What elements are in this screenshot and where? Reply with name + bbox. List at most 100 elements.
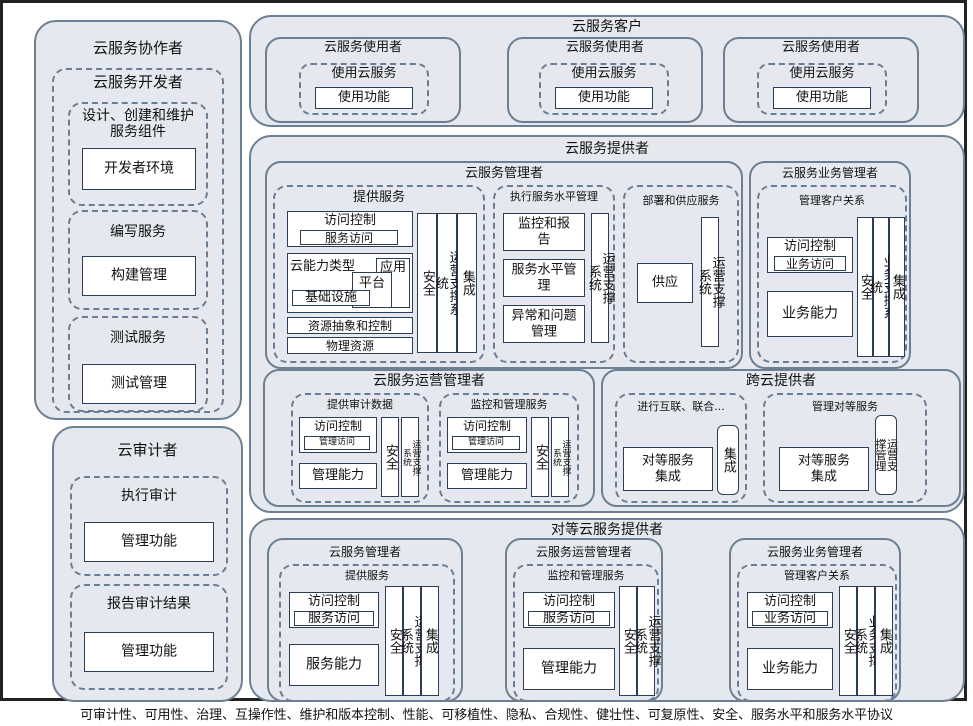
monitoring-label: 监控和报告 [517, 216, 570, 247]
biz-ops-support-box: 业务支撑系统 [867, 217, 896, 357]
peer-biz-integration-box: 集成 [875, 586, 893, 696]
sla-title: 执行服务水平管理 [510, 190, 598, 203]
peer-integration-label-1: 对等服务集成 [641, 453, 694, 484]
interconnect-integration-label: 集成 [720, 447, 736, 473]
use-function-1-label: 使用功能 [337, 90, 390, 106]
peer-ops-capability-box: 管理能力 [523, 648, 615, 690]
business-manager-title: 云服务业务管理者 [781, 166, 878, 180]
test-title: 测试服务 [110, 330, 166, 346]
monitor-mgmt-title: 监控和管理服务 [470, 398, 548, 411]
developer-env-label: 开发者环境 [104, 160, 174, 177]
use-service-2: 使用云服务 使用功能 [539, 63, 669, 115]
peer-mgmt-box: 管理对等服务 对等服务集成 运营支撑管理 [763, 393, 927, 503]
build-mgmt-box: 构建管理 [82, 256, 196, 296]
monitor-security-box: 安全 [531, 417, 549, 497]
audit-mgmt-capability-label: 管理能力 [311, 468, 364, 484]
use-function-3-label: 使用功能 [795, 90, 848, 106]
peer-ops-access-box: 服务访问 [528, 611, 610, 626]
auditor-panel: 云审计者 执行审计 管理功能 报告审计结果 管理功能 [52, 426, 243, 702]
service-manager-panel: 云服务管理者 提供服务 访问控制 服务访问 云能力类型 应用 平台 [265, 161, 743, 369]
developer-box: 云服务开发者 设计、创建和维护服务组件 开发者环境 编写服务 构建管理 测试服务… [52, 68, 224, 413]
peer-biz-access-box: 业务访问 [752, 611, 828, 626]
audit-ops-support-box: 运营支撑系统 [401, 417, 421, 497]
peer-ops-security-box: 安全 [619, 586, 637, 696]
customer-user-2-title: 云服务使用者 [565, 40, 644, 55]
provider-panel: 云服务提供者 云服务管理者 提供服务 访问控制 服务访问 云能力类型 应用 [249, 135, 965, 513]
capability-type-box: 云能力类型 应用 平台 基础设施 [287, 253, 413, 313]
access-control-box: 访问控制 服务访问 [287, 211, 413, 247]
audit-mgmt-label-1: 管理功能 [121, 533, 177, 550]
peer-crm-box: 管理客户关系 访问控制 业务访问 业务能力 安全 业务支撑系统 集成 [737, 564, 897, 702]
peer-provider-title: 对等云服务提供者 [551, 522, 663, 538]
peer-biz-security-label: 安全 [840, 628, 856, 654]
monitor-mgmt-access-label: 管理访问 [467, 437, 504, 448]
audit-data-title: 提供审计数据 [327, 398, 393, 411]
peer-integration-label-2: 对等服务集成 [797, 453, 850, 484]
peer-biz-access-control-box: 访问控制 业务访问 [747, 592, 833, 628]
provide-security-label: 安全 [419, 270, 435, 296]
perform-audit-box: 执行审计 管理功能 [70, 476, 228, 576]
use-service-3: 使用云服务 使用功能 [757, 63, 887, 115]
peer-mgr-capability-label: 服务能力 [306, 656, 362, 673]
biz-access-control-box: 访问控制 业务访问 [767, 237, 853, 273]
monitor-security-label: 安全 [532, 444, 548, 470]
service-access-box: 服务访问 [300, 230, 398, 245]
peer-biz-security-box: 安全 [839, 586, 857, 696]
peer-mgmt-title: 管理对等服务 [812, 400, 878, 413]
monitor-ops-support-box: 运营支撑系统 [551, 417, 571, 497]
peer-mgr-integration-label: 集成 [422, 628, 438, 654]
peer-monitor-box: 监控和管理服务 访问控制 服务访问 管理能力 安全 运营支撑系统 [513, 564, 661, 702]
peer-integration-box-1: 对等服务集成 [623, 447, 713, 491]
infrastructure-box: 基础设施 [292, 290, 370, 306]
compose-box: 编写服务 构建管理 [68, 210, 208, 310]
physical-resources-label: 物理资源 [325, 338, 374, 353]
peer-manager-title: 云服务管理者 [328, 545, 401, 559]
peer-mgr-access-control-label: 访问控制 [307, 594, 360, 609]
biz-capability-label: 业务能力 [782, 305, 838, 322]
audit-access-control-label: 访问控制 [313, 419, 362, 433]
sla-ops-support-box: 运营支撑系统 [586, 213, 615, 343]
audit-security-box: 安全 [381, 417, 399, 497]
use-service-1-title: 使用云服务 [331, 66, 397, 81]
peer-mgr-access-control-box: 访问控制 服务访问 [289, 592, 379, 628]
use-function-1: 使用功能 [315, 87, 413, 109]
peer-biz-access-label: 业务访问 [763, 610, 816, 626]
monitoring-box: 监控和报告 [503, 213, 585, 251]
deploy-box: 部署和供应服务 供应 运营支撑系统 [623, 185, 739, 363]
resource-abstraction-box: 资源抽象和控制 [287, 317, 413, 334]
use-function-2: 使用功能 [555, 87, 653, 109]
service-access-label: 服务访问 [324, 230, 373, 245]
audit-data-box: 提供审计数据 访问控制 管理访问 管理能力 安全 运营支撑系统 [291, 393, 429, 503]
peer-manager-panel: 云服务管理者 提供服务 访问控制 服务访问 服务能力 安全 运营支撑系统 [267, 538, 463, 702]
monitor-mgmt-capability-box: 管理能力 [447, 463, 527, 489]
interconnect-title: 进行互联、联合... [637, 400, 725, 413]
deploy-ops-support-box: 运营支撑系统 [696, 217, 725, 347]
peer-mgr-integration-box: 集成 [421, 586, 439, 696]
intercloud-title: 跨云提供者 [746, 373, 816, 389]
biz-access-box: 业务访问 [774, 256, 846, 271]
audit-mgmt-label-2: 管理功能 [121, 643, 177, 660]
provide-security-box: 安全 [417, 213, 437, 353]
use-function-3: 使用功能 [773, 87, 871, 109]
monitor-access-control-label: 访问控制 [462, 419, 511, 433]
biz-security-label: 安全 [857, 274, 873, 300]
peer-monitor-title: 监控和管理服务 [547, 569, 625, 582]
audit-ops-support-label: 运营支撑系统 [401, 439, 421, 475]
provide-service-title: 提供服务 [352, 190, 405, 205]
peer-ops-access-control-box: 访问控制 服务访问 [523, 592, 615, 628]
deploy-title: 部署和供应服务 [642, 194, 720, 207]
peer-ops-ops-support-box: 运营支撑系统 [632, 586, 661, 696]
resource-abstraction-label: 资源抽象和控制 [307, 318, 392, 333]
peer-ops-security-label: 安全 [620, 628, 636, 654]
developer-title: 云服务开发者 [92, 73, 183, 91]
peer-business-title: 云服务业务管理者 [766, 545, 863, 559]
design-title: 设计、创建和维护服务组件 [82, 108, 194, 141]
monitor-mgmt-capability-label: 管理能力 [460, 468, 513, 484]
use-service-2-title: 使用云服务 [571, 66, 637, 81]
monitor-ops-support-label: 运营支撑系统 [551, 439, 571, 475]
infrastructure-label: 基础设施 [304, 290, 357, 306]
sla-box: 执行服务水平管理 监控和报告 服务水平管理 异常和问题管理 运营支撑系统 [493, 185, 615, 363]
monitor-access-control-box: 访问控制 管理访问 [447, 417, 527, 453]
customer-user-2: 云服务使用者 使用云服务 使用功能 [507, 37, 703, 123]
cross-cutting-concerns-footer: 可审计性、可用性、治理、互操作性、维护和版本控制、性能、可移植性、隐私、合规性、… [80, 708, 893, 723]
